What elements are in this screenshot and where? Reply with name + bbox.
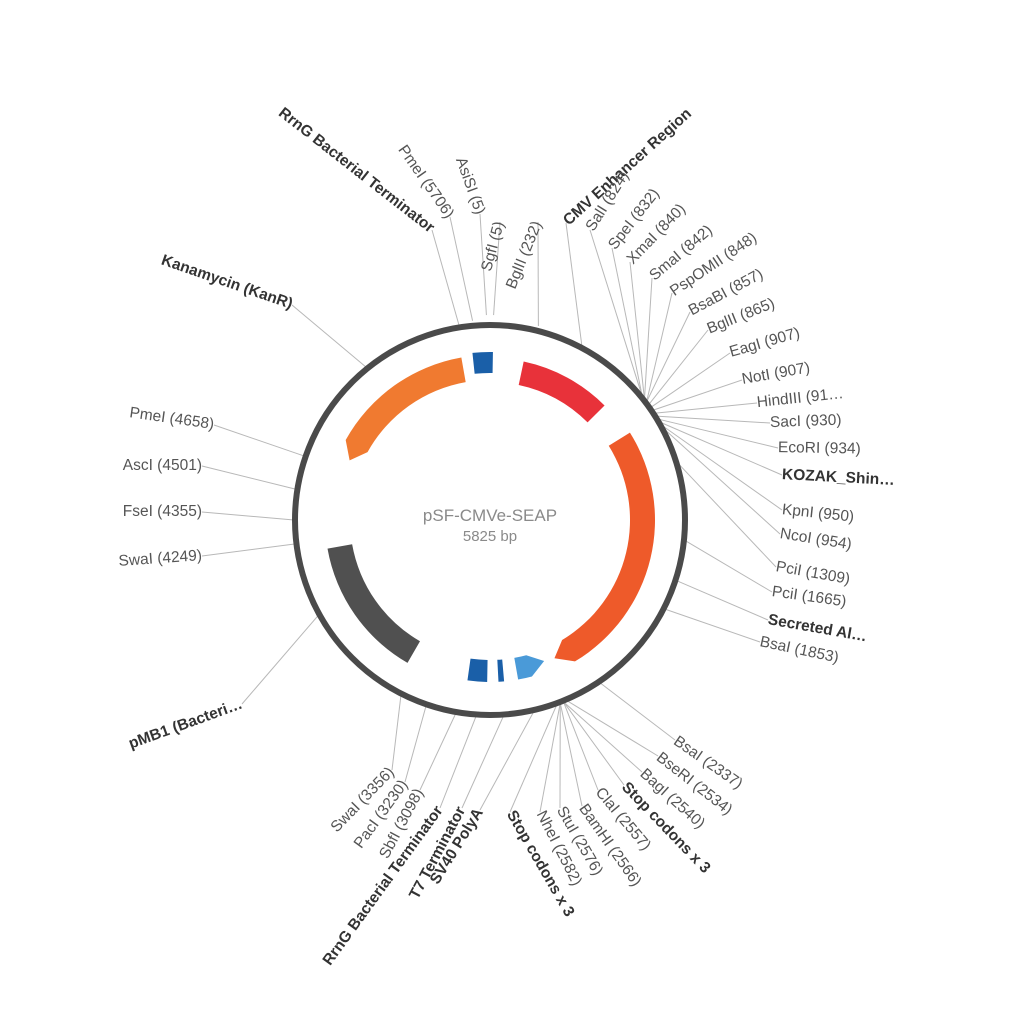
leader-xmai-840 xyxy=(629,261,645,400)
leader-spei-832 xyxy=(611,247,643,397)
leader-bsabi-857 xyxy=(646,311,691,403)
feature-kanr xyxy=(345,357,466,461)
label-pmei-4658: PmeI (4658) xyxy=(128,404,215,433)
label-eagi-907: EagI (907) xyxy=(728,324,802,360)
leader-pmei-4658 xyxy=(213,424,305,457)
leader-rrng-bottom xyxy=(439,715,477,809)
leader-pcii-1309 xyxy=(677,462,777,568)
label-ncoi-954: NcoI (954) xyxy=(779,525,853,553)
leader-pmb1 xyxy=(241,614,319,705)
leader-kpni-950 xyxy=(661,424,783,511)
label-asisi-5: AsiSI (5) xyxy=(452,155,488,217)
leader-bsai-2337 xyxy=(599,682,676,741)
plasmid-name: pSF-CMVe-SEAP xyxy=(423,506,557,525)
feature-cmv xyxy=(518,361,605,423)
label-ecori-934: EcoRI (934) xyxy=(778,439,861,457)
leader-rrng-top xyxy=(431,229,460,327)
feature-seap xyxy=(554,432,655,662)
label-kozak: KOZAK_Shin… xyxy=(782,466,896,489)
leader-bamhi-2566 xyxy=(559,702,583,807)
leader-sali-824 xyxy=(589,229,643,397)
leader-stop-3-left xyxy=(509,703,558,813)
leader-bagi-2540 xyxy=(563,701,643,773)
feature-ori xyxy=(327,544,420,663)
label-pcii-1309: PciI (1309) xyxy=(775,558,852,588)
leader-kozak xyxy=(659,421,783,476)
leader-fsei-4355 xyxy=(201,511,295,521)
label-hindiii: HindIII (91… xyxy=(756,385,844,411)
leader-paci-3230 xyxy=(404,705,427,783)
leader-sgfi-5 xyxy=(493,221,501,316)
leader-ecori-934 xyxy=(657,418,779,449)
leader-bsai-1853 xyxy=(664,608,761,643)
leader-saci-930 xyxy=(656,415,771,424)
leader-bsemi-2534 xyxy=(566,699,659,757)
leader-sbfi-3098 xyxy=(419,712,457,791)
feature-arcs xyxy=(327,352,655,682)
plasmid-length: 5825 bp xyxy=(463,528,517,545)
leader-noti-907 xyxy=(652,379,743,411)
label-sgfi-5: SgfI (5) xyxy=(478,220,508,273)
label-saci-930: SacI (930) xyxy=(770,412,842,431)
label-pcii-1665: PciI (1665) xyxy=(771,583,848,610)
label-fsei-4355: FseI (4355) xyxy=(123,503,202,520)
label-noti-907: NotI (907) xyxy=(740,359,811,388)
feature-polya xyxy=(514,655,545,680)
leader-cmv xyxy=(565,222,583,348)
leader-swai-3356 xyxy=(391,694,402,771)
plasmid-backbone xyxy=(292,322,688,718)
leader-swai-4249 xyxy=(201,543,296,557)
leader-stop-3-right xyxy=(563,701,625,786)
leader-nhei-2582 xyxy=(539,702,561,813)
leader-asisi-5 xyxy=(479,213,487,316)
leader-ncoi-954 xyxy=(662,427,781,535)
label-asci-4501: AscI (4501) xyxy=(123,457,202,474)
leader-bglii-865 xyxy=(648,329,709,406)
feature-term1 xyxy=(472,352,493,374)
leader-smai-842 xyxy=(643,277,653,400)
leader-secreted xyxy=(676,580,769,621)
label-kpni-950: KpnI (950) xyxy=(781,501,855,525)
leader-t7 xyxy=(461,715,505,809)
leader-kanamycin xyxy=(291,304,367,369)
leader-asci-4501 xyxy=(201,465,297,490)
leader-sv40 xyxy=(479,710,535,811)
label-pmb1: pMB1 (Bacteri… xyxy=(126,696,244,753)
leader-pcii-1665 xyxy=(684,540,773,593)
label-kanamycin: Kanamycin (KanR) xyxy=(159,252,295,313)
leader-pspomii-848 xyxy=(646,292,673,403)
leader-lines xyxy=(201,213,783,813)
leader-clai-2557 xyxy=(562,701,599,791)
label-swai-4249: SwaI (4249) xyxy=(118,547,203,570)
leader-eagi-907 xyxy=(650,352,731,408)
leader-pmei-5706 xyxy=(449,216,474,321)
label-bglii-232: BglII (232) xyxy=(503,219,546,292)
feature-term3 xyxy=(467,658,488,682)
feature-term2 xyxy=(497,659,505,682)
leader-hindiii xyxy=(654,402,758,414)
